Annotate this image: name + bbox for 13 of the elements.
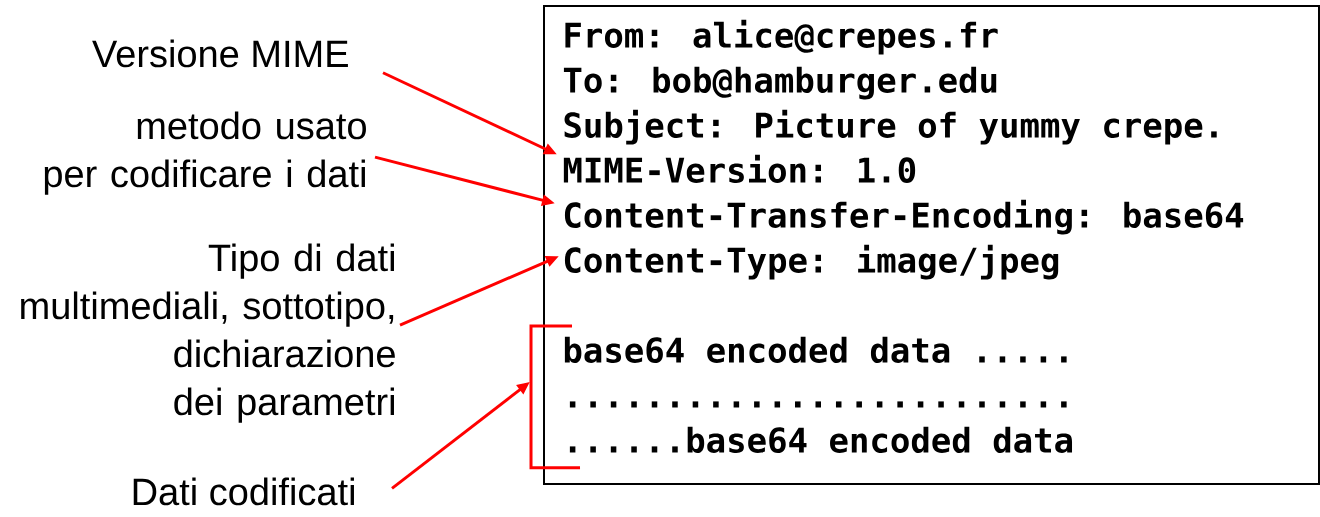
header-line: Subject: Picture of yummy crepe.: [564, 109, 1217, 145]
data-line: ......base64 encoded data: [569, 426, 1072, 453]
annotation-text: metodo usato per codificare i dati: [44, 111, 366, 195]
header-line: To: bob@hamburger.edu: [563, 66, 997, 100]
data-line: base64 encoded data .....: [564, 336, 1067, 363]
header-line: MIME-Version: 1.0: [563, 154, 916, 183]
annotation-text: Versione MIME: [92, 39, 348, 68]
annotation-text: Dati codificati: [133, 477, 354, 506]
data-line: .........................: [569, 401, 1067, 408]
header-line: Content-Type: image/jpeg: [564, 244, 1059, 280]
header-line: From: alice@crepes.fr: [565, 19, 998, 55]
annotation-text: Tipo di dati multimediali, sottotipo, dichiarazione dei parametri: [21, 243, 395, 423]
header-line: Content-Transfer-Encoding: base64: [564, 199, 1244, 235]
